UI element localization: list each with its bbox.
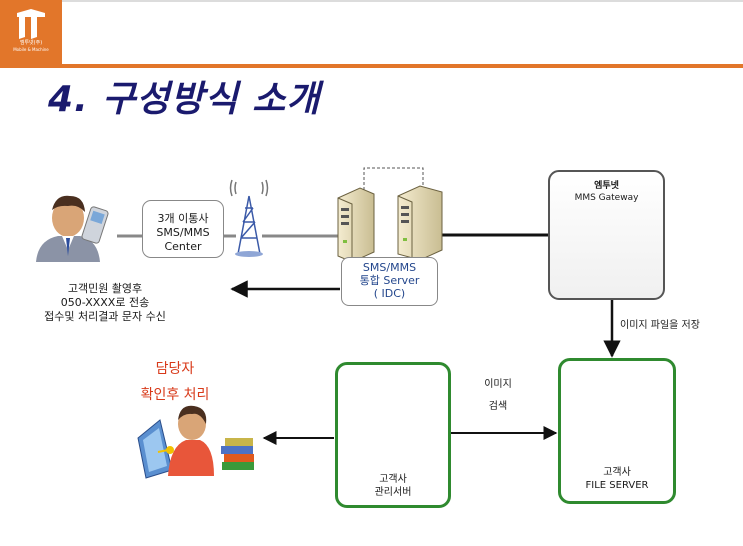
carrier-center-label: 3개 이통사 SMS/MMS Center [142,212,224,254]
mms-gateway-box [548,170,665,300]
book-stack-icon [221,438,254,470]
file-server-line1: 고객사 [603,467,631,478]
search-line2: 검색 [488,401,508,412]
logo-name: 엠투넷(주) [19,40,43,46]
server-dashed-link [363,167,424,190]
carrier-center-line2: SMS/MMS [156,226,210,239]
server-tower-icon [397,185,443,261]
mms-gateway-label: 엠투넷 MMS Gateway [548,180,665,204]
staff-line2: 확인후 처리 [140,387,210,403]
logo-mark-icon [17,9,45,39]
management-server-box [335,362,451,508]
mms-gateway-line2: MMS Gateway [574,193,639,203]
management-server-line1: 고객사 [379,474,407,485]
header-bar [0,0,743,68]
customer-line2: 050-XXXX로 전송 [60,296,150,309]
sms-server-line2: 통합 Server [359,274,420,287]
carrier-center-box [142,200,224,258]
file-server-box [558,358,676,504]
carrier-center-line1: 3개 이통사 [157,212,209,225]
mms-gateway-line1: 엠투넷 [594,181,619,191]
header-accent-line [62,64,743,68]
sms-server-line3: ( IDC) [373,287,406,300]
sms-server-box [341,257,438,306]
search-label: 이미지 검색 [470,374,526,418]
customer-label: 고객민원 촬영후 050-XXXX로 전송 접수및 처리결과 문자 수신 [20,282,190,324]
sms-server-line1: SMS/MMS [362,261,417,274]
top-divider [62,0,743,2]
company-logo: 엠투넷(주) Mobile & Machine [0,0,62,68]
sms-server-label: SMS/MMS 통합 Server ( IDC) [341,261,438,300]
staff-line1: 담당자 [155,361,195,377]
logo-sub: Mobile & Machine [13,47,49,52]
management-server-label: 고객사 관리서버 [335,473,451,499]
customer-phone-icon [36,195,109,262]
file-server-line2: FILE SERVER [585,480,649,491]
file-server-label: 고객사 FILE SERVER [558,466,676,492]
antenna-tower-icon [229,179,269,257]
staff-monitor-icon [137,405,214,479]
management-server-line2: 관리서버 [374,487,412,498]
search-line1: 이미지 [484,379,512,390]
page-title: 4. 구성방식 소개 [48,79,321,120]
customer-line3: 접수및 처리결과 문자 수신 [44,310,166,323]
carrier-center-line3: Center [164,240,202,253]
staff-label: 담당자 확인후 처리 [120,356,230,408]
server-tower-icon [337,187,375,263]
save-image-label: 이미지 파일을 저장 [620,320,700,331]
customer-line1: 고객민원 촬영후 [67,282,143,295]
